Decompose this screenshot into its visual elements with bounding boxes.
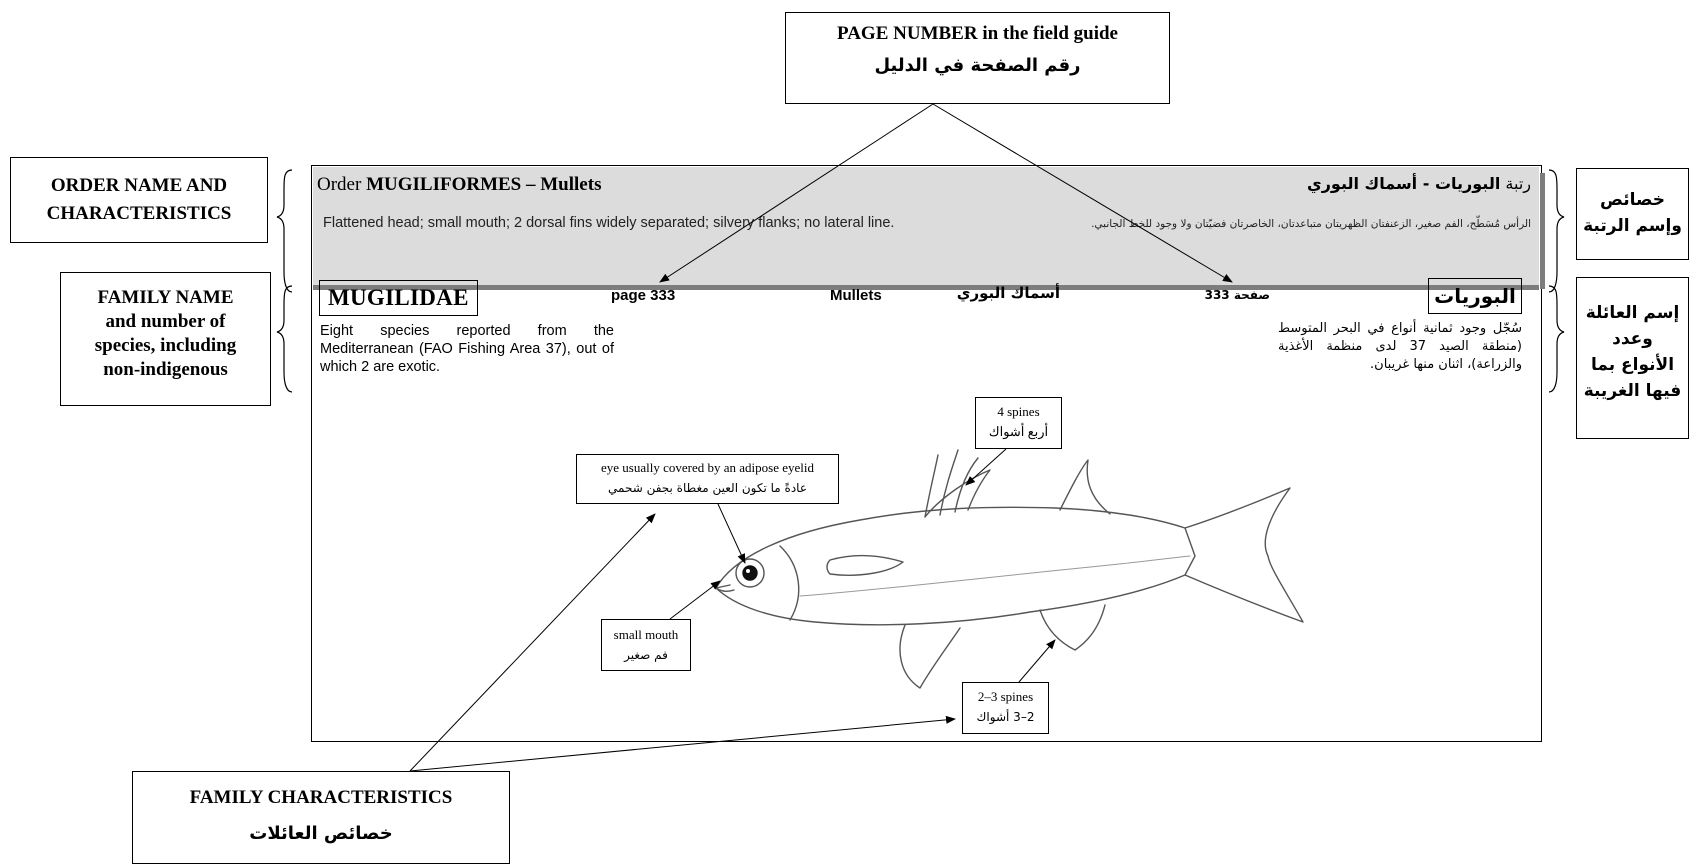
family-characteristics-legend-ar: خصائص العائلات — [249, 823, 393, 844]
family-characteristics-arrow-spines — [409, 715, 956, 772]
order-separator: – — [526, 174, 536, 195]
order-description: Flattened head; small mouth; 2 dorsal fi… — [323, 215, 895, 231]
callout-four-spines-en: 4 spines — [997, 404, 1040, 419]
order-left-brace — [276, 169, 293, 293]
family-name-ar-box: البوريات — [1428, 278, 1522, 314]
fish-first-dorsal-fin — [924, 449, 991, 518]
family-legend-line4: non-indigenous — [103, 359, 228, 380]
family-legend-ar: إسم العائلة وعدد الأنواع بما فيها الغريب… — [1576, 277, 1689, 439]
family-legend-ar-line1: إسم العائلة — [1585, 303, 1680, 323]
family-description-ar: سُجّل وجود ثمانية أنواع في البحر المتوسط… — [1278, 321, 1522, 372]
fish-second-dorsal-fin — [1059, 459, 1111, 515]
page-number-legend: PAGE NUMBER in the field guide رقم الصفح… — [785, 12, 1170, 104]
callout-small-mouth: small mouth فم صغير — [601, 619, 691, 671]
callout-two-three-spines: 2–3 spines 2–3 أشواك — [962, 682, 1049, 734]
order-title: Order MUGILIFORMES – Mullets — [317, 174, 601, 196]
four-spines-pointer — [965, 448, 1007, 486]
fish-pelvic-fin — [899, 624, 961, 689]
family-legend-ar-line3: الأنواع بما — [1590, 355, 1675, 375]
order-right-brace — [1548, 169, 1565, 293]
callout-eye-ar: عادةً ما تكون العين مغطاة بجفن شحمي — [608, 481, 807, 495]
callout-four-spines-ar: أربع أشواك — [988, 424, 1049, 439]
order-title-ar: رتبة البوريات - أسماك البوري — [1307, 174, 1531, 193]
family-legend: FAMILY NAME and number of species, inclu… — [60, 272, 271, 406]
order-legend-ar-line2: وإسم الرتبة — [1583, 216, 1682, 236]
family-legend-ar-line4: فيها الغريبة — [1583, 381, 1682, 401]
family-name-box: MUGILIDAE — [319, 280, 478, 316]
family-page-number: page 333 — [611, 287, 676, 304]
page-number-legend-en: PAGE NUMBER in the field guide — [837, 23, 1118, 44]
callout-small-mouth-en: small mouth — [613, 627, 679, 642]
family-characteristics-arrow-eye — [409, 513, 656, 772]
callout-eye-en: eye usually covered by an adipose eyelid — [601, 460, 814, 475]
fish-anal-fin — [1039, 604, 1106, 651]
field-guide-page — [311, 165, 1542, 742]
page-number-arrow-right — [932, 103, 1233, 283]
eye-pointer — [717, 503, 746, 564]
mouth-pointer — [669, 580, 721, 620]
family-characteristics-legend: FAMILY CHARACTERISTICS خصائص العائلات — [132, 771, 510, 864]
callout-small-mouth-ar: فم صغير — [624, 648, 668, 662]
family-common-name-ar: أسماك البوري — [956, 284, 1060, 302]
order-name: MUGILIFORMES — [366, 174, 522, 195]
family-legend-line1: FAMILY NAME — [97, 287, 234, 308]
order-legend-ar: خصائص وإسم الرتبة — [1576, 168, 1689, 260]
order-name-ar: البوريات - أسماك البوري — [1307, 174, 1501, 193]
family-right-brace — [1548, 285, 1565, 393]
order-prefix: Order — [317, 174, 362, 195]
fish-tail — [1184, 487, 1304, 623]
two-three-spines-pointer — [1018, 639, 1056, 683]
callout-two-three-spines-ar: 2–3 أشواك — [976, 710, 1035, 724]
family-characteristics-legend-en: FAMILY CHARACTERISTICS — [189, 787, 453, 808]
family-left-brace — [276, 285, 293, 393]
family-description: Eight species reported from the Mediterr… — [320, 323, 614, 375]
family-legend-line3: species, including — [94, 335, 237, 356]
order-common-name: Mullets — [540, 174, 602, 195]
order-legend-ar-line1: خصائص — [1600, 190, 1665, 210]
fish-gill — [779, 545, 800, 621]
page-number-legend-ar: رقم الصفحة في الدليل — [874, 55, 1081, 76]
callout-two-three-spines-en: 2–3 spines — [977, 689, 1034, 704]
order-legend-line2: CHARACTERISTICS — [46, 203, 232, 224]
page-number-arrow-left — [659, 103, 934, 283]
family-legend-line2: and number of — [105, 311, 226, 332]
callout-four-spines: 4 spines أربع أشواك — [975, 397, 1062, 449]
family-page-number-ar: صفحة 333 — [1204, 288, 1270, 302]
fish-body — [715, 506, 1196, 626]
order-prefix-ar: رتبة — [1505, 174, 1531, 193]
order-description-ar: الرأس مُسَطّح، الفم صغير، الزعنفتان الظه… — [1091, 218, 1531, 230]
order-legend-line1: ORDER NAME AND — [50, 175, 228, 196]
callout-eye: eye usually covered by an adipose eyelid… — [576, 454, 839, 504]
fish-eye — [742, 565, 758, 581]
family-common-name: Mullets — [830, 287, 882, 304]
fish-pectoral-fin — [826, 554, 904, 576]
fish-flank-line — [799, 555, 1191, 597]
order-band: Order MUGILIFORMES – Mullets رتبة البوري… — [313, 167, 1545, 290]
fish-eye-ring — [735, 558, 765, 588]
family-legend-ar-line2: وعدد — [1612, 329, 1653, 349]
order-legend: ORDER NAME AND CHARACTERISTICS — [10, 157, 268, 243]
